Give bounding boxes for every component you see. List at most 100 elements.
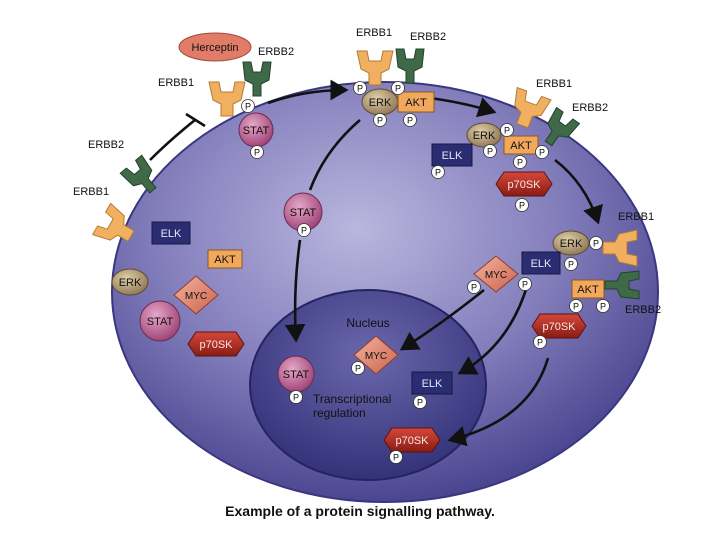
phosphate-marker: P — [391, 81, 405, 95]
phosphate-marker: P — [289, 390, 303, 404]
phosphate-marker: P — [351, 361, 365, 375]
erbb1-label-right: ERBB1 — [618, 211, 654, 223]
stat-node-cytoplasm-left: STAT — [139, 300, 181, 342]
p70sk-node-cytoplasm: p70SK — [187, 331, 245, 357]
elk-node-cytoplasm: ELK — [151, 221, 191, 245]
erk-node-cytoplasm-left: ERK — [111, 268, 149, 296]
p70sk-label: p70SK — [395, 435, 429, 447]
erk-node-right: ERK — [552, 230, 590, 256]
erk-label: ERK — [369, 97, 392, 109]
svg-text:P: P — [600, 302, 606, 312]
myc-node-nucleus: MYC — [353, 335, 399, 375]
erbb1-label-top: ERBB1 — [356, 27, 392, 39]
arrow-to-stat-cytoplasm — [308, 119, 361, 191]
phosphate-marker: P — [403, 113, 417, 127]
phosphate-marker: P — [533, 335, 547, 349]
p70sk-node-nucleus: p70SK — [383, 427, 441, 453]
svg-text:P: P — [519, 201, 525, 211]
akt-label: AKT — [510, 140, 532, 152]
arrow-myc-to-nucleus-myc — [399, 288, 485, 351]
svg-text:P: P — [517, 158, 523, 168]
phosphate-marker: P — [241, 99, 255, 113]
svg-text:P: P — [537, 338, 543, 348]
phosphate-marker: P — [515, 198, 529, 212]
elk-label: ELK — [531, 258, 552, 270]
inhibition-bar — [185, 112, 206, 128]
p70sk-node-right: p70SK — [531, 313, 587, 339]
erk-label: ERK — [119, 277, 142, 289]
arrow-top-right-to-right — [554, 158, 603, 225]
stat-label: STAT — [243, 125, 270, 137]
arrow-erk-akt-to-top-right — [429, 96, 497, 118]
transcription-label-line2: regulation — [313, 406, 366, 420]
phosphate-marker: P — [513, 155, 527, 169]
erbb2-label-top-left: ERBB2 — [258, 46, 294, 58]
elk-node-nucleus: ELK — [411, 371, 453, 395]
erbb1-label-top-right: ERBB1 — [536, 78, 572, 90]
phosphate-marker: P — [431, 165, 445, 179]
inhibition-line — [149, 118, 196, 161]
phosphate-markers: P P P P P P P P P P P P P P P P P P P P … — [241, 81, 610, 464]
arrow-erbb-to-erk-akt — [267, 79, 349, 105]
myc-label: MYC — [485, 270, 507, 281]
akt-node-top: AKT — [397, 91, 435, 113]
akt-node-top-right: AKT — [503, 135, 539, 155]
svg-text:P: P — [435, 168, 441, 178]
arrow-p70sk-to-nucleus — [447, 357, 550, 447]
phosphate-marker: P — [250, 145, 264, 159]
svg-text:P: P — [539, 148, 545, 158]
myc-node-right: MYC — [473, 255, 519, 293]
svg-text:P: P — [254, 148, 260, 158]
herceptin-label: Herceptin — [191, 42, 238, 54]
stat-label: STAT — [283, 369, 310, 381]
akt-node-cytoplasm: AKT — [207, 249, 243, 269]
p70sk-label: p70SK — [507, 179, 541, 191]
svg-text:P: P — [568, 260, 574, 270]
phosphate-marker: P — [500, 123, 514, 137]
svg-text:P: P — [301, 226, 307, 236]
stat-node-cytoplasm-mid: STAT — [283, 192, 323, 232]
erbb1-receptor-right — [602, 229, 638, 267]
phosphate-marker: P — [413, 395, 427, 409]
transcription-label-line1: Transcriptional — [313, 392, 391, 406]
phosphate-marker: P — [467, 280, 481, 294]
arrow-elk-to-nucleus-elk — [457, 282, 530, 375]
svg-text:P: P — [357, 84, 363, 94]
erbb2-receptor-top-left — [242, 61, 272, 97]
erbb1-receptor-left — [91, 202, 135, 242]
erbb1-receptor-top-left — [208, 81, 246, 117]
erk-label: ERK — [473, 130, 496, 142]
phosphate-marker: P — [373, 113, 387, 127]
figure-caption: Example of a protein signalling pathway. — [225, 503, 495, 519]
erbb1-label-left: ERBB1 — [73, 186, 109, 198]
erbb2-label-top-right: ERBB2 — [572, 102, 608, 114]
stat-label: STAT — [147, 316, 174, 328]
svg-text:P: P — [393, 453, 399, 463]
erbb2-label-right: ERBB2 — [625, 304, 661, 316]
erbb2-receptor-left — [119, 154, 157, 194]
p70sk-label: p70SK — [199, 339, 233, 351]
svg-text:P: P — [407, 116, 413, 126]
svg-text:P: P — [293, 393, 299, 403]
erbb2-receptor-top — [395, 48, 425, 84]
erbb1-receptor-top — [356, 50, 394, 86]
p70sk-node-top-right: p70SK — [495, 171, 553, 197]
phosphate-marker: P — [297, 223, 311, 237]
phosphate-marker: P — [353, 81, 367, 95]
erbb2-receptor-top-right — [544, 106, 581, 147]
pathway-arrows — [149, 79, 603, 447]
phosphate-marker: P — [483, 144, 497, 158]
svg-text:P: P — [471, 283, 477, 293]
phosphate-marker: P — [596, 299, 610, 313]
akt-label: AKT — [214, 254, 236, 266]
svg-text:P: P — [355, 364, 361, 374]
phosphate-marker: P — [518, 277, 532, 291]
erk-node-top-right: ERK — [466, 122, 502, 148]
elk-node-top-right: ELK — [431, 143, 473, 167]
phosphate-marker: P — [535, 145, 549, 159]
stat-node-nucleus: STAT — [277, 355, 315, 393]
erbb2-label-top: ERBB2 — [410, 31, 446, 43]
svg-text:P: P — [245, 102, 251, 112]
svg-text:P: P — [522, 280, 528, 290]
svg-text:P: P — [377, 116, 383, 126]
